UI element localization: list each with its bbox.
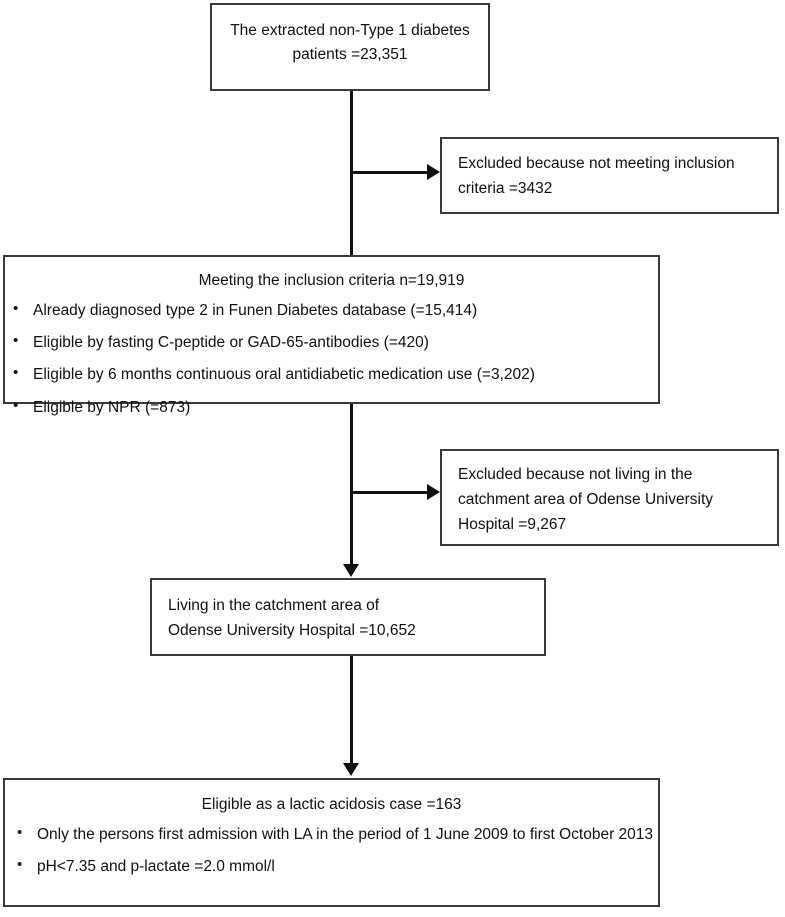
- node-extracted-patients: The extracted non-Type 1 diabetes patien…: [210, 3, 490, 91]
- node-extracted-patients-line1: The extracted non-Type 1 diabetes: [230, 22, 470, 39]
- node-excluded-inclusion-criteria: Excluded because not meeting inclusion c…: [440, 137, 779, 214]
- connector-spine-2: [350, 404, 353, 566]
- arrowhead-living-catchment: [343, 564, 359, 577]
- arrowhead-exclusion-2: [427, 484, 440, 500]
- connector-spine-3: [350, 656, 353, 765]
- node-eligible-case-bullet-list: Only the persons first admission with LA…: [5, 821, 658, 879]
- node-living-catchment-line1: Living in the catchment area of: [168, 597, 380, 614]
- node-extracted-patients-line2: patients =23,351: [292, 46, 408, 64]
- node-eligible-case-heading: Eligible as a lactic acidosis case =163: [201, 796, 462, 813]
- list-item: Eligible by fasting C-peptide or GAD-65-…: [5, 329, 658, 355]
- node-meeting-inclusion-bullet-list: Already diagnosed type 2 in Funen Diabet…: [5, 297, 658, 420]
- node-excluded-inclusion-line1: Excluded because not meeting inclusion: [458, 155, 735, 172]
- node-meeting-inclusion-criteria: Meeting the inclusion criteria n=19,919 …: [3, 255, 660, 418]
- node-living-catchment-line2: Odense University Hospital =10,652: [168, 622, 416, 640]
- connector-branch-exclusion-2: [350, 491, 429, 494]
- list-item: pH<7.35 and p-lactate =2.0 mmol/l: [5, 853, 658, 879]
- node-excluded-catchment-line3: Hospital =9,267: [458, 516, 567, 534]
- node-eligible-lactic-acidosis-case: Eligible as a lactic acidosis case =163 …: [3, 778, 660, 907]
- arrowhead-exclusion-1: [427, 164, 440, 180]
- node-excluded-catchment-area: Excluded because not living in the catch…: [440, 449, 779, 546]
- node-meeting-inclusion-heading: Meeting the inclusion criteria n=19,919: [198, 272, 465, 289]
- connector-branch-exclusion-1: [350, 171, 429, 174]
- list-item: Already diagnosed type 2 in Funen Diabet…: [5, 297, 658, 323]
- list-item: Only the persons first admission with LA…: [5, 821, 658, 847]
- list-item: Eligible by 6 months continuous oral ant…: [5, 361, 658, 387]
- node-excluded-catchment-line1: Excluded because not living in the: [458, 466, 693, 483]
- node-excluded-inclusion-line2: criteria =3432: [458, 180, 553, 198]
- node-excluded-catchment-line2: catchment area of Odense University: [458, 491, 714, 509]
- node-living-catchment-area: Living in the catchment area of Odense U…: [150, 578, 546, 656]
- list-item: Eligible by NPR (=873): [5, 394, 658, 420]
- arrowhead-eligible-case: [343, 763, 359, 776]
